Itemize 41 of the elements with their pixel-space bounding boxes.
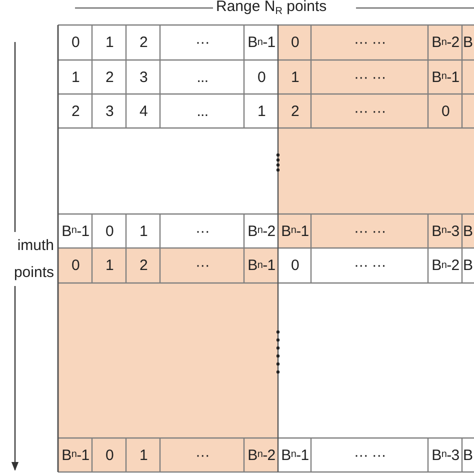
cell-value: 0 [104,446,115,466]
cell-value: ··· ··· [352,33,388,53]
cell-value: ··· [194,446,211,466]
cell-value: 0 [256,68,267,88]
cell-value: 4 [138,102,149,122]
cell-value: 2 [70,102,81,122]
cell-value: ··· ··· [352,256,388,276]
cell-value: 1 [104,33,115,53]
cell-value: ... [196,102,210,122]
cell-value: B [463,446,474,466]
cell-value: 2 [138,256,149,276]
cell-value: ··· [194,222,211,242]
cell-value: B [463,256,474,276]
cell-value: 1 [104,256,115,276]
cell-value: ··· [194,256,211,276]
cell-value: 0 [70,33,81,53]
cell-value: 1 [70,68,81,88]
cell-value: ··· ··· [352,68,388,88]
cell-value: ... [196,68,210,88]
axis-label: imuth points [12,236,54,283]
cell-value: 2 [104,68,115,88]
cell-value: ··· ··· [352,102,388,122]
cell-value: ··· [194,33,211,53]
cell-value: ··· ··· [352,222,388,242]
cell-value: 1 [138,222,149,242]
cell-value: B [463,33,474,53]
cell-value: 3 [138,68,149,88]
cell-value: 0 [290,256,300,276]
axis-label: Range N$_{R}$ points [216,0,327,15]
cell-value: 2 [138,33,149,53]
cell-value: 1 [290,68,300,88]
cell-value: 1 [256,102,267,122]
cell-value: 0 [290,33,300,53]
cell-value: 0 [104,222,115,242]
cell-value: 0 [70,256,81,276]
cell-value: 3 [104,102,115,122]
cell-value: B [463,222,474,242]
cell-value: 1 [138,446,149,466]
cell-value: 0 [440,102,451,122]
cell-value: 2 [290,102,300,122]
cell-value: ··· ··· [352,446,388,466]
